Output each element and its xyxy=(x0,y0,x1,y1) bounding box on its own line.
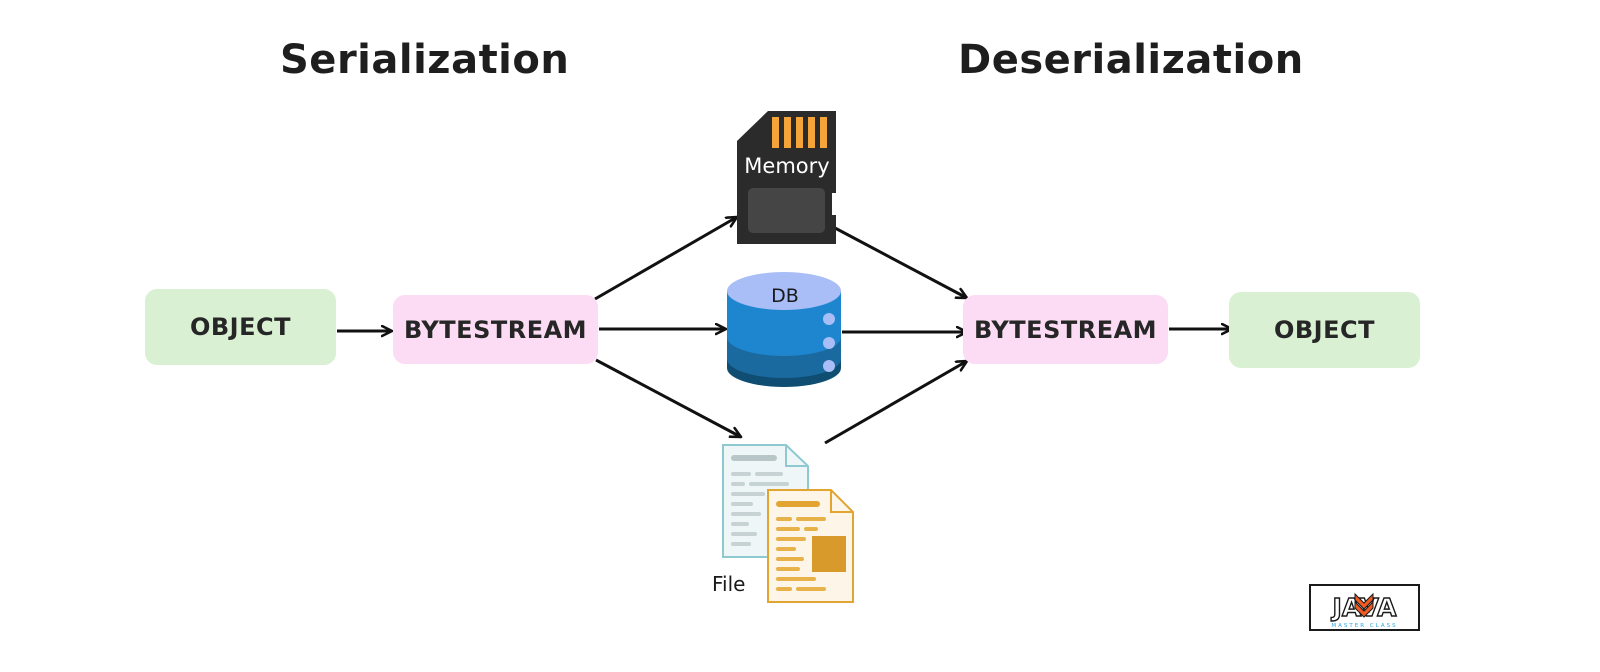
arrow-bytestream-to-memory xyxy=(594,217,737,301)
deserialization-title: Deserialization xyxy=(958,37,1304,83)
logo-subtext: MASTER CLASS xyxy=(1331,623,1397,629)
memory-label: Memory xyxy=(744,154,830,178)
object-box-left: OBJECT xyxy=(145,289,336,365)
arrow-file-to-bytestream xyxy=(824,361,967,445)
bytestream-box-right: BYTESTREAM xyxy=(963,295,1168,364)
serialization-title: Serialization xyxy=(280,37,570,83)
memory-card-icon xyxy=(737,111,836,244)
object-box-right: OBJECT xyxy=(1229,292,1420,368)
java-master-class-logo: JAVA MASTER CLASS xyxy=(1309,584,1420,631)
db-label: DB xyxy=(771,285,799,307)
arrow-memory-to-bytestream xyxy=(834,226,967,300)
file-label: File xyxy=(712,572,746,596)
database-icon xyxy=(727,272,841,387)
document-files-icon xyxy=(722,444,854,603)
arrow-bytestream-to-file xyxy=(595,358,741,439)
bytestream-box-left: BYTESTREAM xyxy=(393,295,598,364)
